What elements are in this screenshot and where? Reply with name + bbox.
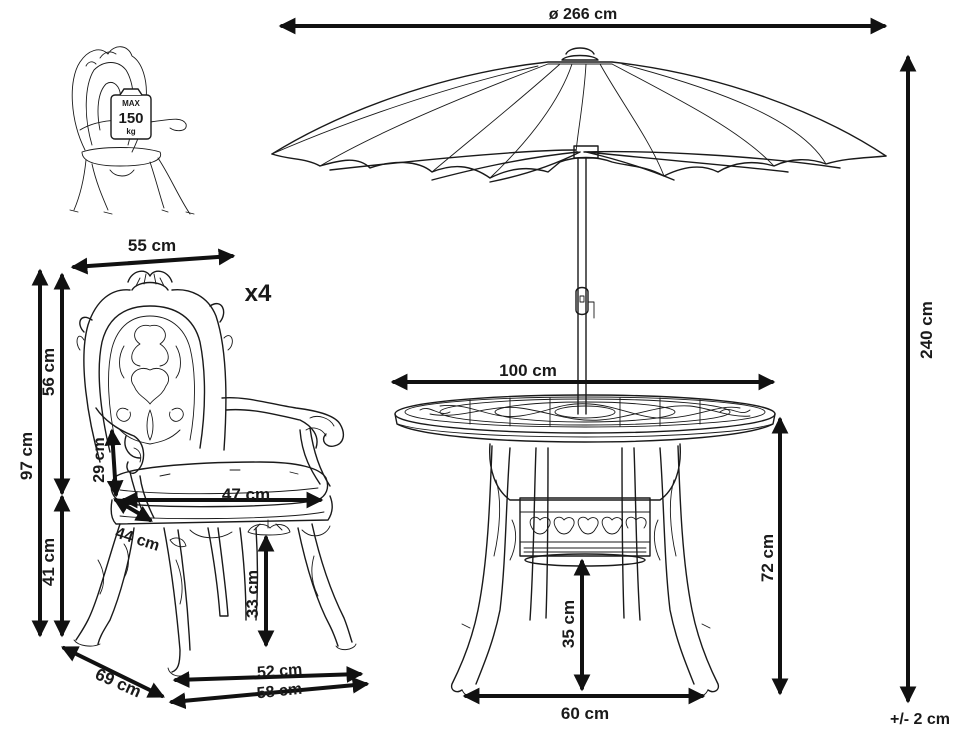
umbrella-diameter-label: ø 266 cm [549,6,617,23]
table-height-label: 72 cm [758,534,777,582]
chair-seat-width-label: 47 cm [222,485,270,504]
table-diameter-label: 100 cm [499,361,557,380]
chair-back-height-label: 56 cm [39,348,58,396]
chair-thumbnail: MAX 150 kg [69,46,195,215]
badge-max-label: MAX [122,99,140,108]
badge-weight-value: 150 [118,110,143,127]
chair-width-label: 55 cm [128,236,176,255]
table-base-height-label: 35 cm [559,600,578,648]
umbrella-drawing [271,47,887,415]
quantity-label: x4 [245,280,272,307]
tolerance-label: +/- 2 cm [890,711,950,728]
chair-armrest-height-label: 29 cm [91,437,108,482]
chair-leg-height-label: 33 cm [243,570,262,618]
dimension-lines [31,17,917,710]
table-drawing [394,394,776,697]
chair-seat-height-label: 41 cm [39,538,58,586]
chair-outer-base-label: 58 cm [256,681,303,703]
chair-total-height-label: 97 cm [17,432,36,480]
table-base-width-label: 60 cm [561,704,609,723]
chair-inner-base-label: 52 cm [256,661,302,681]
chair-depth-label: 69 cm [92,664,144,701]
umbrella-height-label: 240 cm [917,301,936,359]
weight-badge: MAX 150 kg [110,88,152,140]
chair-drawing [73,270,357,677]
badge-unit-label: kg [126,127,135,136]
chair-seat-depth-label: 44 cm [113,525,161,555]
